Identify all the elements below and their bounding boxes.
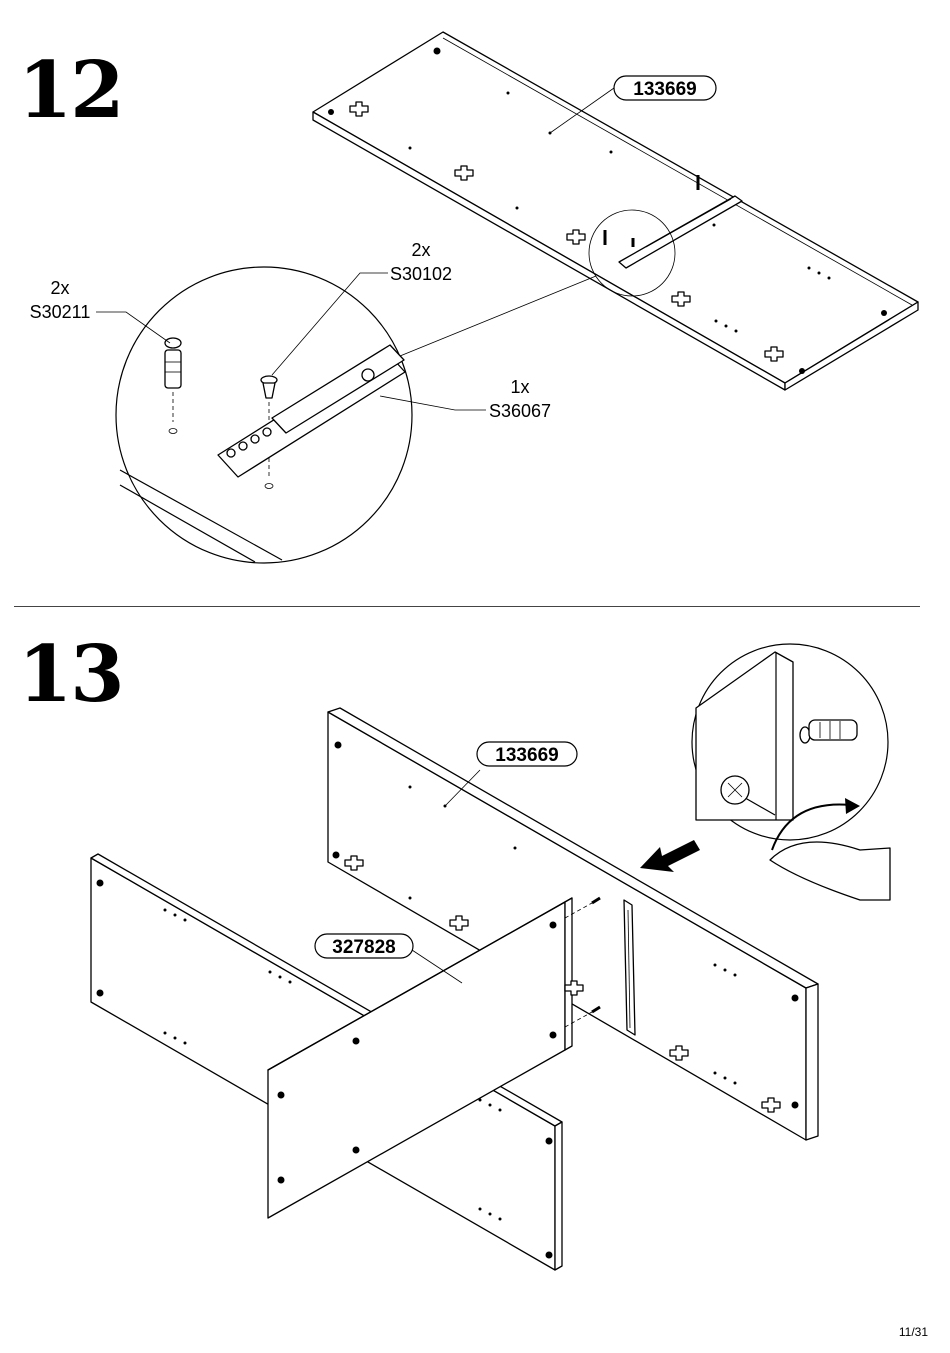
svg-text:133669: 133669 bbox=[495, 745, 558, 766]
drawer-runner-icon bbox=[217, 344, 406, 478]
svg-text:133669: 133669 bbox=[633, 79, 696, 100]
page-number: 11/31 bbox=[898, 1325, 928, 1339]
svg-text:S30102: S30102 bbox=[390, 264, 452, 284]
step-12-detail-magnifier bbox=[115, 209, 676, 564]
step-12-number: 12 bbox=[18, 45, 125, 136]
step-divider bbox=[14, 606, 920, 607]
svg-text:1x: 1x bbox=[510, 377, 529, 397]
svg-text:S30211: S30211 bbox=[30, 302, 91, 322]
step-12-board-label: 133669 bbox=[549, 75, 717, 134]
step-13-board-label: 133669 bbox=[444, 741, 578, 807]
rotation-arrow-icon bbox=[771, 798, 860, 851]
svg-text:327828: 327828 bbox=[332, 937, 395, 958]
push-direction-arrow-icon bbox=[640, 840, 700, 872]
part-label-s30102: 2x S30102 bbox=[271, 240, 452, 376]
svg-text:S36067: S36067 bbox=[489, 401, 551, 421]
part-label-s30211: 2x S30211 bbox=[30, 278, 171, 344]
screwdriver-detail-magnifier bbox=[691, 643, 891, 901]
step-13-divider-panel bbox=[267, 896, 601, 1221]
screw-head-icon bbox=[720, 775, 750, 805]
part-label-s36067: 1x S36067 bbox=[379, 377, 551, 421]
svg-text:2x: 2x bbox=[50, 278, 69, 298]
dowel-pin-icon bbox=[164, 337, 182, 434]
step-12-board bbox=[312, 31, 919, 391]
cam-fitting-icon bbox=[349, 101, 784, 362]
step-13-panel-label: 327828 bbox=[314, 933, 463, 984]
svg-text:2x: 2x bbox=[411, 240, 430, 260]
wood-screw-icon bbox=[799, 719, 858, 744]
step-13-number: 13 bbox=[18, 629, 125, 720]
